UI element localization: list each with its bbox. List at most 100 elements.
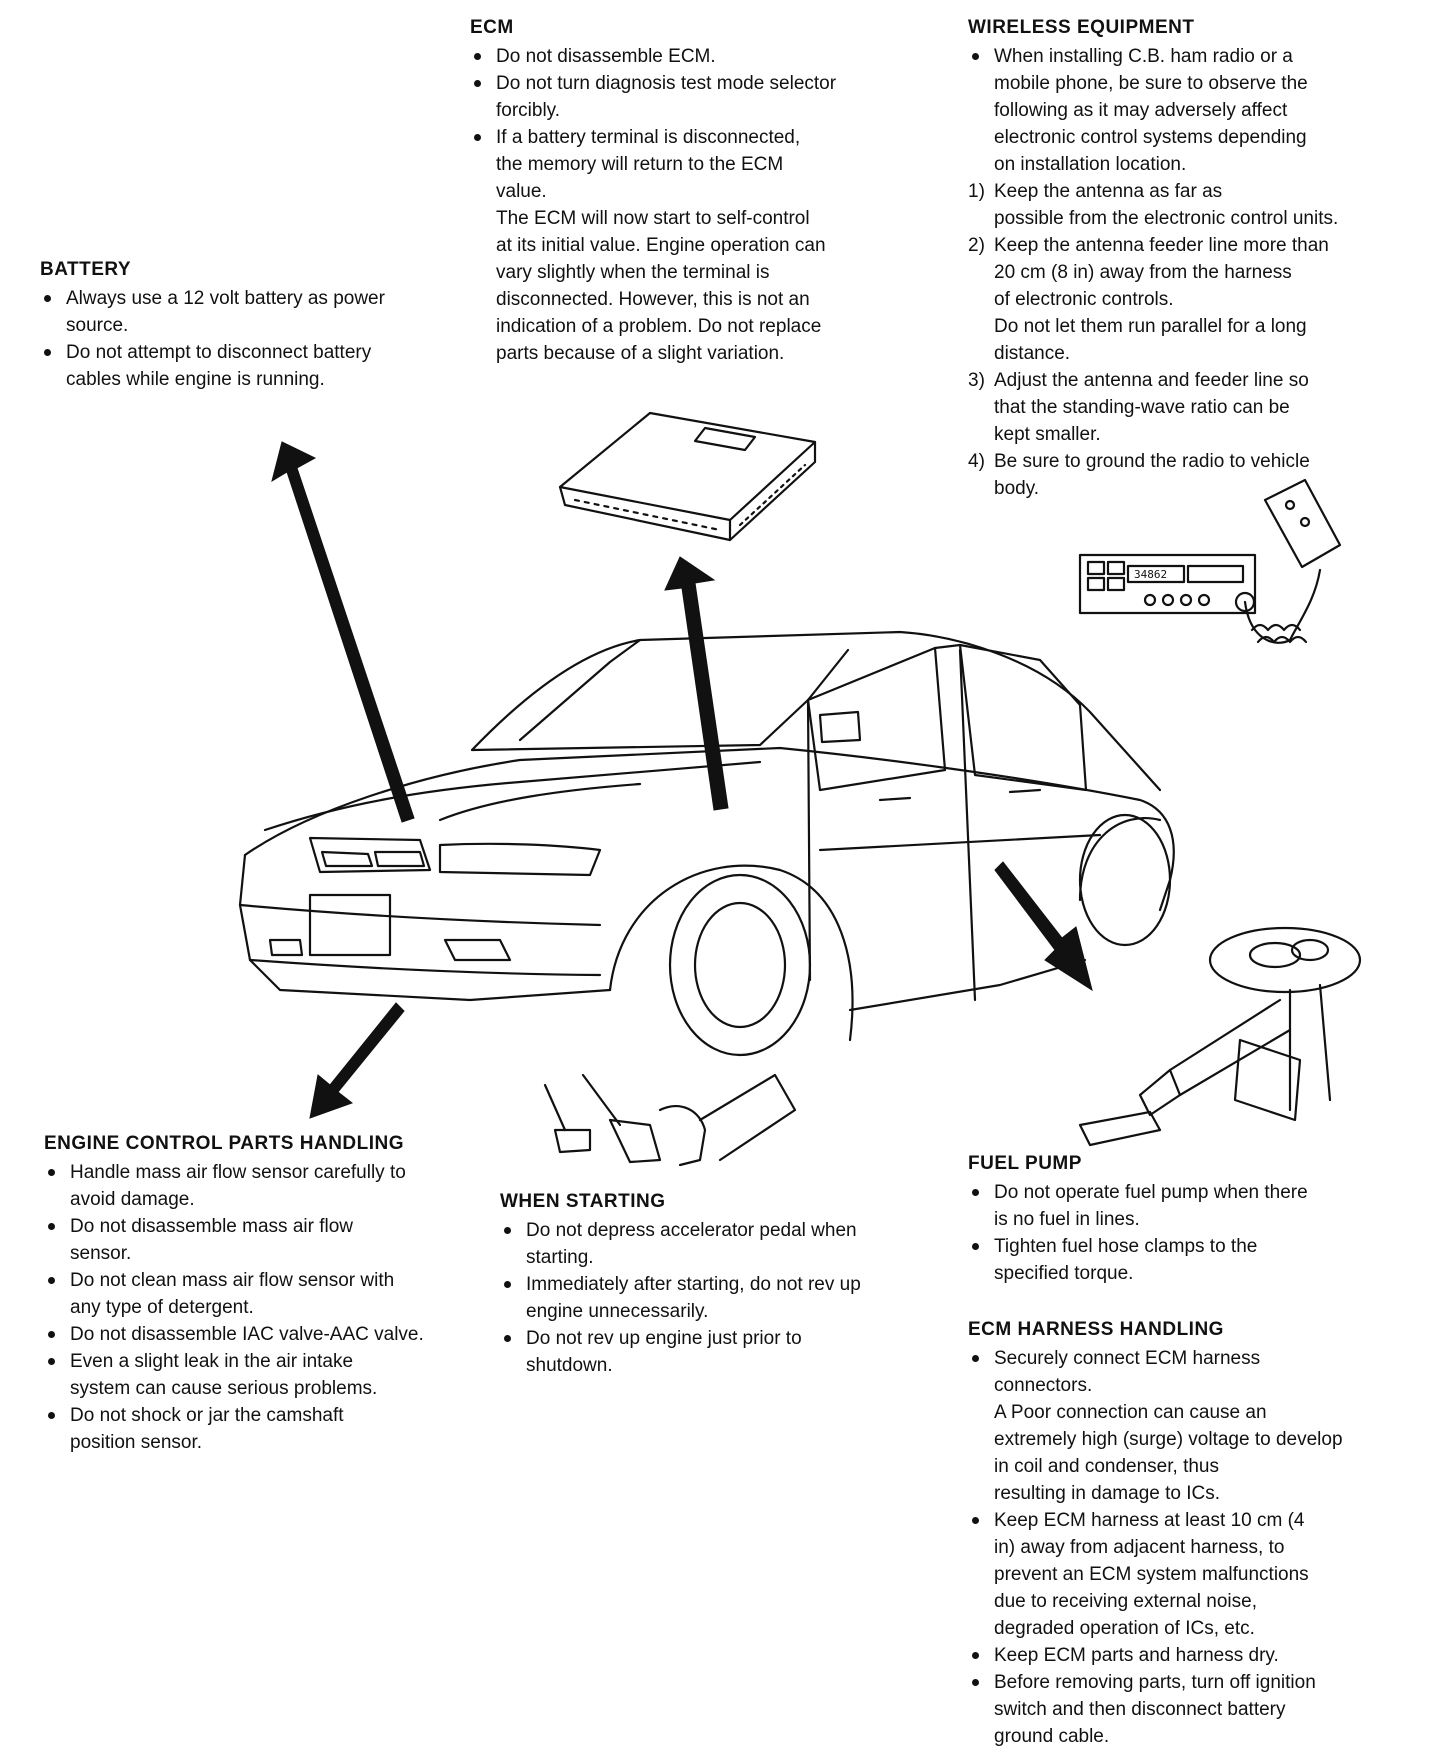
list-item: Securely connect ECM harness connectors. A… [968,1345,1448,1507]
step-line: Adjust the antenna and feeder line so [994,370,1309,391]
list-item-line: Do not disassemble mass air flow [70,1216,353,1237]
wireless-step: 4)Be sure to ground the radio to vehicle… [968,448,1448,502]
list-item-line: ground cable. [994,1726,1110,1747]
step-line: of electronic controls. [994,289,1174,310]
wireless-title: WIRELESS EQUIPMENT [968,17,1195,38]
battery-title: BATTERY [40,259,132,280]
fuel-pump-list: Do not operate fuel pump when there is no… [968,1179,1438,1287]
fuel-pump-title: FUEL PUMP [968,1153,1082,1174]
list-item-line: vary slightly when the terminal is [496,262,770,283]
ecm-arrow [664,556,729,811]
list-item-line: Securely connect ECM harness [994,1348,1261,1369]
list-item-line: Handle mass air flow sensor carefully to [70,1162,406,1183]
list-item: Do not clean mass air flow sensor with an… [44,1267,504,1321]
list-item-line: indication of a problem. Do not replace [496,316,822,337]
list-item-line: due to receiving external noise, [994,1591,1257,1612]
list-item-line: degraded operation of ICs, etc. [994,1618,1255,1639]
list-item-line: in coil and condenser, thus [994,1456,1219,1477]
pedals-illustration [543,1073,797,1167]
list-item-line: extremely high (surge) voltage to develo… [994,1429,1343,1450]
list-item: Keep ECM parts and harness dry. [968,1642,1448,1669]
step-line: Keep the antenna as far as [994,181,1223,202]
list-item: Do not operate fuel pump when there is no… [968,1179,1438,1233]
intro-line: When installing C.B. ham radio or a [994,46,1293,67]
step-number: 1) [968,181,985,202]
list-item-line: source. [66,315,129,336]
list-item: Immediately after starting, do not rev u… [500,1271,950,1325]
list-item-line: starting. [526,1247,594,1268]
list-item-line: prevent an ECM system malfunctions [994,1564,1309,1585]
wireless-steps: 1) Keep the antenna as far as possible fro… [968,178,1448,502]
list-item: If a battery terminal is disconnected,th… [470,124,930,367]
step-line: kept smaller. [994,424,1101,445]
step-line: possible from the electronic control uni… [994,208,1339,229]
fuel-pump-section: FUEL PUMP Do not operate fuel pump when … [968,1150,1438,1287]
harness-title: ECM HARNESS HANDLING [968,1319,1224,1340]
step-number: 3) [968,370,985,391]
list-item-line: Do not disassemble IAC valve-AAC valve. [70,1324,424,1345]
when-starting-section: WHEN STARTING Do not depress accelerator… [500,1188,950,1379]
step-number: 2) [968,235,985,256]
list-item-line: connectors. [994,1375,1093,1396]
list-item-line: Do not operate fuel pump when there [994,1182,1308,1203]
harness-list: Securely connect ECM harness connectors. A… [968,1345,1448,1750]
list-item: Keep ECM harness at least 10 cm (4 in) aw… [968,1507,1448,1642]
engine-control-parts-section: ENGINE CONTROL PARTS HANDLING Handle mas… [44,1130,504,1456]
list-item-line: Do not turn diagnosis test mode selector [496,73,837,94]
list-item: Do not disassemble IAC valve-AAC valve. [44,1321,504,1348]
step-line: Keep the antenna feeder line more than [994,235,1329,256]
list-item-line: disconnected. However, this is not an [496,289,810,310]
wireless-step: 2) Keep the antenna feeder line more than… [968,232,1448,367]
list-item-line: If a battery terminal is disconnected, [496,127,801,148]
list-item: Always use a 12 volt battery as power sou… [40,285,480,339]
list-item-line: Do not attempt to disconnect battery [66,342,372,363]
list-item-line: Always use a 12 volt battery as power [66,288,385,309]
engine-parts-title: ENGINE CONTROL PARTS HANDLING [44,1133,405,1154]
list-item-line: Before removing parts, turn off ignition [994,1672,1316,1693]
ecm-list: Do not disassemble ECM. Do not turn diagn… [470,43,930,367]
list-item-line: Tighten fuel hose clamps to the [994,1236,1258,1257]
wireless-step: 1) Keep the antenna as far as possible fro… [968,178,1448,232]
intro-line: on installation location. [994,154,1187,175]
list-item-line: position sensor. [70,1432,203,1453]
list-item-line: Do not clean mass air flow sensor with [70,1270,395,1291]
list-item-line: in) away from adjacent harness, to [994,1537,1285,1558]
engine-parts-list: Handle mass air flow sensor carefully to… [44,1159,504,1456]
ecm-harness-section: ECM HARNESS HANDLING Securely connect EC… [968,1316,1448,1750]
list-item-line: Even a slight leak in the air intake [70,1351,354,1372]
step-line: Be sure to ground the radio to vehicle [994,451,1310,472]
list-item-line: Do not rev up engine just prior to [526,1328,802,1349]
list-item-line: resulting in damage to ICs. [994,1483,1221,1504]
step-line: body. [994,478,1040,499]
list-item-line: Do not disassemble ECM. [496,46,716,67]
list-item-line: A Poor connection can cause an [994,1402,1267,1423]
list-item-line: switch and then disconnect battery [994,1699,1286,1720]
ecm-title: ECM [470,17,514,38]
list-item-line: value. [496,181,547,202]
list-item-line: Immediately after starting, do not rev u… [526,1274,861,1295]
battery-list: Always use a 12 volt battery as power sou… [40,285,480,393]
radio-display-text: 34862 [1134,568,1167,581]
intro-line: following as it may adversely affect [994,100,1288,121]
engine-parts-arrow [309,1002,405,1119]
list-item-line: is no fuel in lines. [994,1209,1140,1230]
list-item-line: engine unnecessarily. [526,1301,709,1322]
list-item: Do not disassemble ECM. [470,43,930,70]
battery-section: BATTERY Always use a 12 volt battery as … [40,256,480,393]
wireless-equipment-section: WIRELESS EQUIPMENT When installing C.B. … [968,14,1448,502]
list-item-line: avoid damage. [70,1189,195,1210]
list-item-line: any type of detergent. [70,1297,254,1318]
list-item-line: Keep ECM harness at least 10 cm (4 [994,1510,1305,1531]
list-item: Before removing parts, turn off ignition… [968,1669,1448,1750]
battery-arrow [271,441,415,823]
list-item-line: The ECM will now start to self-control [496,208,810,229]
radio-illustration [1078,478,1342,644]
